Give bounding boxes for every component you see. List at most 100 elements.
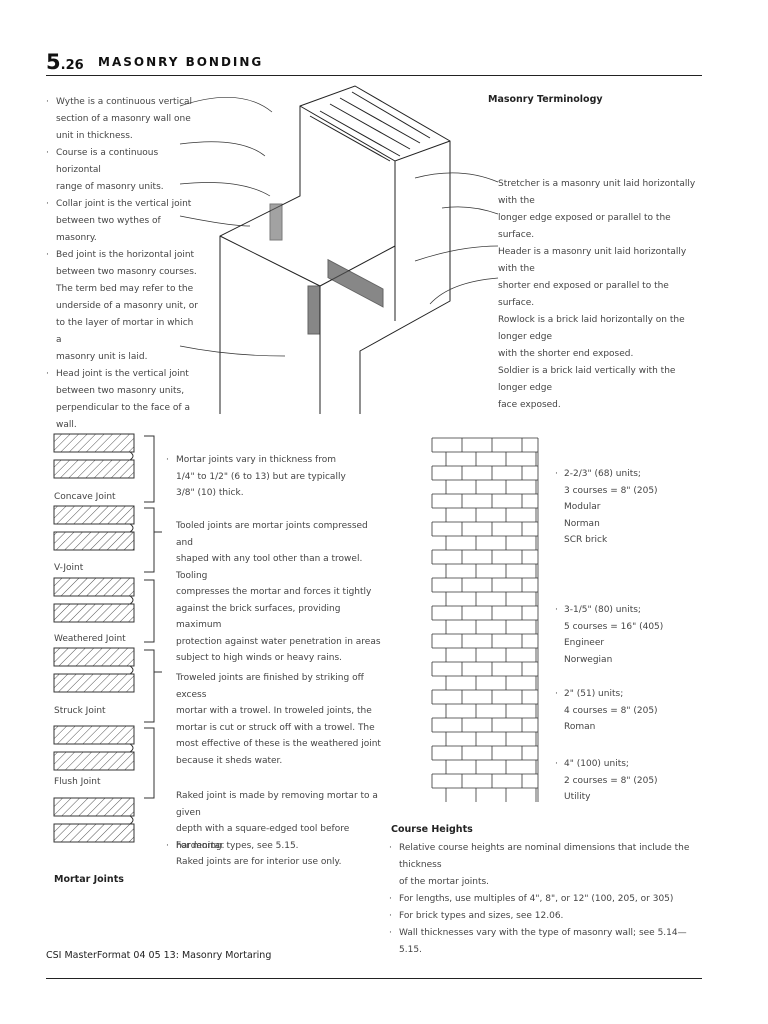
left-term-line: perpendicular to the face of a wall. <box>56 403 190 430</box>
right-term-line: Header is a masonry unit laid horizontal… <box>498 247 687 274</box>
terminology-left-list: Wythe is a continuous vertical section of… <box>44 94 199 434</box>
left-term-line: range of masonry units. <box>56 182 164 192</box>
course-group-text: 3 courses = 8" (205) <box>564 485 658 496</box>
course-note-1: For lengths, use multiples of 4", 8", or… <box>387 891 707 908</box>
footer-rule <box>46 978 702 979</box>
joint-profile <box>53 647 135 693</box>
tooled-note-line: against the brick surfaces, providing ma… <box>176 603 341 631</box>
right-term-line: face exposed. <box>498 400 561 410</box>
course-group-text: Norwegian <box>564 654 613 665</box>
joint-profile <box>53 725 135 771</box>
course-group-text: SCR brick <box>564 535 608 545</box>
course-note-2: For brick types and sizes, see 12.06. <box>387 908 707 925</box>
left-term-line: Collar joint is the vertical joint <box>56 199 192 209</box>
terminology-title: Masonry Terminology <box>488 94 603 105</box>
right-term-line: Stretcher is a masonry unit laid horizon… <box>498 179 696 206</box>
course-group-text: 4 courses = 8" (205) <box>564 705 658 716</box>
tooled-joint-note: Tooled joints are mortar joints compress… <box>176 518 381 667</box>
left-term-line: unit in thickness. <box>56 131 133 141</box>
page-number-minor: .26 <box>60 58 84 73</box>
joint-profile <box>53 577 135 623</box>
tooled-note-line: Tooled joints are mortar joints compress… <box>176 521 368 548</box>
left-term-line: Course is a continuous horizontal <box>56 148 159 175</box>
right-term-line: with the shorter end exposed. <box>498 349 634 359</box>
thickness-note-line: 1/4" to 1/2" (6 to 13) but are typically <box>176 471 346 482</box>
course-group-text: 4" (100) units; <box>555 756 629 773</box>
course-heights-notes: Relative course heights are nominal dime… <box>387 840 707 959</box>
course-group-text: 2 courses = 8" (205) <box>564 775 658 786</box>
joint-profile <box>53 797 135 843</box>
mortar-joint-profiles <box>53 433 135 843</box>
left-term-line: The term bed may refer to the <box>56 284 194 294</box>
left-term-line: between two masonry units, <box>56 386 185 396</box>
course-group-text: 3-1/5" (80) units; <box>555 602 641 619</box>
joint-thickness-note: Mortar joints vary in thickness from 1/4"… <box>166 452 381 502</box>
course-note-line: Wall thicknesses vary with the type of m… <box>399 928 687 955</box>
left-term-line: between two masonry courses. <box>56 267 197 277</box>
thickness-note-line: Mortar joints vary in thickness from <box>176 455 336 465</box>
joint-profile <box>53 505 135 551</box>
course-group-text: Modular <box>564 502 601 512</box>
troweled-note-line: mortar is cut or struck off with a trowe… <box>176 722 375 733</box>
mortar-joints-title: Mortar Joints <box>54 874 124 885</box>
course-note-line: For lengths, use multiples of 4", 8", or… <box>399 894 674 904</box>
tooled-note-line: shaped with any tool other than a trowel… <box>176 554 363 581</box>
masonry-wall-illustration <box>179 85 499 414</box>
right-term-2: Rowlock is a brick laid horizontally on … <box>498 312 703 363</box>
course-note-3: Wall thicknesses vary with the type of m… <box>387 925 707 959</box>
left-term-line: Bed joint is the horizontal joint <box>56 250 195 260</box>
course-group-text: Norman <box>564 518 600 529</box>
terminology-right-list: Stretcher is a masonry unit laid horizon… <box>498 176 703 414</box>
mortar-types-note: For mortar types, see 5.15. <box>166 838 381 855</box>
left-term-0: Wythe is a continuous vertical section of… <box>44 94 199 145</box>
course-group-text: 2-2/3" (68) units; <box>555 466 641 483</box>
course-heights-wall <box>431 437 539 802</box>
page-number-major: 5 <box>46 50 61 74</box>
course-note-line: Relative course heights are nominal dime… <box>399 843 690 870</box>
tooled-note-line: subject to high winds or heavy rains. <box>176 653 342 663</box>
left-term-line: Wythe is a continuous vertical <box>56 97 193 107</box>
troweled-note-line: most effective of these is the weathered… <box>176 739 381 749</box>
right-term-line: Soldier is a brick laid vertically with … <box>498 366 676 393</box>
course-group-text: Utility <box>564 792 591 802</box>
right-term-3: Soldier is a brick laid vertically with … <box>498 363 703 414</box>
joint-profile <box>53 433 135 479</box>
joint-label-concave: Concave Joint <box>54 492 116 502</box>
joint-label-struck: Struck Joint <box>54 706 106 716</box>
course-note-line: of the mortar joints. <box>399 877 490 887</box>
right-term-1: Header is a masonry unit laid horizontal… <box>498 244 703 312</box>
footer-text: CSI MasterFormat 04 05 13: Masonry Morta… <box>46 950 272 961</box>
tooled-note-line: compresses the mortar and forces it tigh… <box>176 587 372 597</box>
page-title: MASONRY BONDING <box>98 55 264 69</box>
raked-note-line: Raked joints are for interior use only. <box>176 857 342 867</box>
left-term-3: Bed joint is the horizontal joint between… <box>44 247 199 366</box>
joint-label-v: V-Joint <box>54 563 84 573</box>
page-header: 5.26 MASONRY BONDING <box>46 50 702 76</box>
course-group-text: Roman <box>564 722 596 732</box>
course-group-text: 2" (51) units; <box>555 686 623 703</box>
course-group-text: 5 courses = 16" (405) <box>564 621 664 632</box>
course-heights-title: Course Heights <box>391 824 473 835</box>
course-group-text: Engineer <box>564 638 605 648</box>
left-term-line: between two wythes of masonry. <box>56 216 161 243</box>
joint-label-flush: Flush Joint <box>54 777 101 787</box>
left-term-line: to the layer of mortar in which a <box>56 318 194 345</box>
raked-note-line: Raked joint is made by removing mortar t… <box>176 791 378 818</box>
troweled-note-line: Troweled joints are finished by striking… <box>176 673 364 700</box>
raked-joint-note: Raked joint is made by removing mortar t… <box>176 788 381 871</box>
right-term-0: Stretcher is a masonry unit laid horizon… <box>498 176 703 244</box>
joint-label-weathered: Weathered Joint <box>54 634 126 644</box>
course-note-line: For brick types and sizes, see 12.06. <box>399 911 564 921</box>
left-term-line: Head joint is the vertical joint <box>56 369 189 379</box>
right-term-line: shorter end exposed or parallel to the s… <box>498 281 669 308</box>
troweled-note-line: mortar with a trowel. In troweled joints… <box>176 706 372 716</box>
troweled-joint-note: Troweled joints are finished by striking… <box>176 670 381 769</box>
left-term-2: Collar joint is the vertical joint betwee… <box>44 196 199 247</box>
left-term-line: underside of a masonry unit, or <box>56 301 199 311</box>
page-number: 5.26 <box>46 50 84 74</box>
left-term-line: section of a masonry wall one <box>56 114 191 124</box>
course-note-0: Relative course heights are nominal dime… <box>387 840 707 891</box>
tooled-note-line: protection against water penetration in … <box>176 636 381 647</box>
left-term-1: Course is a continuous horizontal range o… <box>44 145 199 196</box>
left-term-4: Head joint is the vertical joint between … <box>44 366 199 434</box>
